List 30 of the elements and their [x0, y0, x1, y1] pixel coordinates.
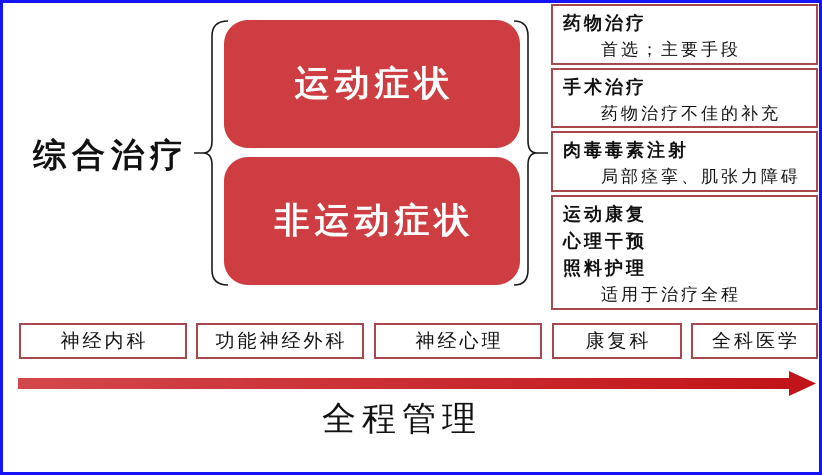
treatment-box [551, 68, 818, 128]
treatment-note: 适用于治疗全程 [601, 284, 741, 307]
treatment-heading: 药物治疗 [563, 12, 647, 36]
treatment-heading: 心理干预 [563, 230, 647, 254]
treatment-note: 局部痉挛、肌张力障碍 [601, 166, 801, 189]
department-box [691, 323, 818, 359]
symptom-text: 运动症状 [294, 64, 454, 104]
department-box [196, 323, 364, 359]
department-box [374, 323, 542, 359]
symptom-text: 非运动症状 [274, 202, 474, 240]
department-name: 神经内科 [60, 329, 148, 354]
treatment-note: 首选；主要手段 [601, 39, 741, 62]
symptom-box [224, 157, 520, 285]
treatment-note: 药物治疗不佳的补充 [601, 103, 781, 126]
department-name: 康复科 [584, 329, 652, 354]
side-label: 综合治疗 [33, 134, 189, 176]
department-name: 全科医学 [711, 329, 800, 354]
treatment-box [551, 131, 818, 192]
treatment-heading: 照料护理 [563, 257, 647, 281]
process-title: 全程管理 [322, 398, 482, 441]
treatment-box [551, 4, 818, 65]
treatment-heading: 手术治疗 [563, 76, 647, 100]
treatment-heading: 肉毒毒素注射 [563, 139, 689, 163]
treatment-heading: 运动康复 [563, 203, 647, 227]
department-box [19, 323, 187, 359]
symptom-box [224, 20, 520, 148]
department-box [552, 323, 682, 359]
treatment-box [551, 195, 818, 310]
department-name: 神经心理 [414, 329, 504, 354]
department-name: 功能神经外科 [214, 329, 348, 354]
